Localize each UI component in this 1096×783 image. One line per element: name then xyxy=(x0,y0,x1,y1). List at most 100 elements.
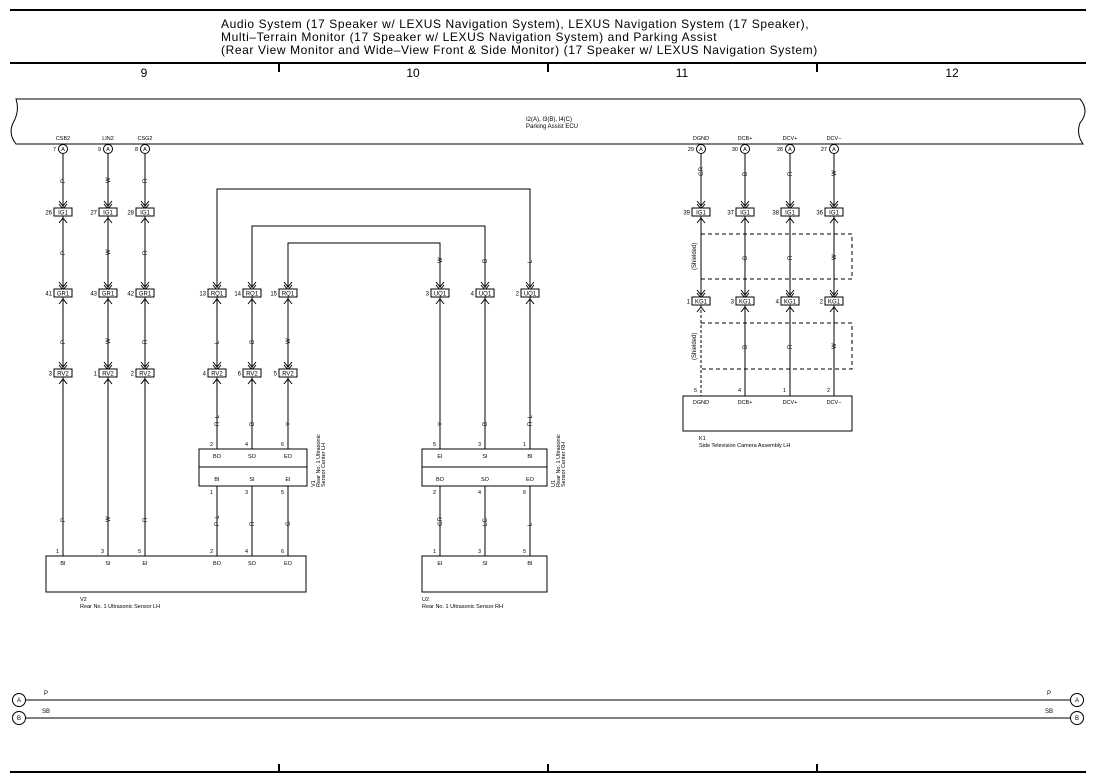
wire-color-label: R–L xyxy=(215,414,221,426)
v2-pin-number: 6 xyxy=(281,549,284,555)
ecu-terminal-label: CSB2 xyxy=(56,136,70,142)
wire-rq1-13-loop xyxy=(216,188,531,288)
wire-color-label: R xyxy=(143,339,149,344)
k1-box xyxy=(682,395,853,432)
ecu-terminal-label: CSG2 xyxy=(138,136,153,142)
connector-arrow-icon xyxy=(103,378,113,385)
wire-color-label: B xyxy=(743,172,749,176)
connector-pin-number: 4 xyxy=(203,372,207,378)
connector-pin-number: 5 xyxy=(274,372,278,378)
connector-arrow-icon xyxy=(283,378,293,385)
connector-pin-number: 4 xyxy=(776,300,780,306)
camera-pin-number: 2 xyxy=(827,388,830,394)
connector-arrow-icon xyxy=(140,298,150,305)
v1-pin-number: 4 xyxy=(245,442,248,448)
u1-pin-number: 5 xyxy=(433,442,436,448)
wire-color-label: R xyxy=(143,250,149,255)
column-number: 11 xyxy=(676,66,689,80)
connector-id: RV2 xyxy=(102,372,114,378)
connector-id: IG1 xyxy=(140,211,150,217)
connector-arrow-icon xyxy=(140,217,150,224)
connector-id: RQ1 xyxy=(282,292,295,298)
connector-arrow-icon xyxy=(58,378,68,385)
v1-terminal-label: EI xyxy=(285,477,291,483)
u1-terminal-label: EO xyxy=(526,477,535,483)
pin-circle-icon xyxy=(829,144,839,154)
wire-color-label: L xyxy=(528,259,534,263)
v1-terminal-label: BO xyxy=(213,454,222,460)
wire-color-label: B xyxy=(250,422,256,426)
connector-arrow-icon xyxy=(696,306,706,313)
connector-arrow-icon xyxy=(212,298,222,305)
connector-pin-number: 37 xyxy=(727,211,734,217)
shield-upper xyxy=(701,233,853,280)
wire-rq1-15-loop xyxy=(287,242,441,288)
wire-color-label: P xyxy=(61,251,67,255)
connector-id: RV2 xyxy=(211,372,223,378)
u1-name: Sensor Center RH xyxy=(561,442,567,487)
connector-pin-number: 43 xyxy=(90,292,97,298)
v1-name: Rear No. 1 Ultrasonic xyxy=(316,434,322,487)
v1-name: Sensor Center LH xyxy=(321,443,327,487)
wire-color-label: W xyxy=(106,249,112,255)
connector-id: IG1 xyxy=(696,211,706,217)
v2-pin-number: 2 xyxy=(210,549,213,555)
connector-box xyxy=(242,368,262,378)
wire-color-label: GR xyxy=(438,516,444,526)
connector-arrow-icon xyxy=(212,378,222,385)
wire-color-label: W xyxy=(106,516,112,522)
camera-terminal-label: DGND xyxy=(693,400,709,406)
connector-box xyxy=(278,288,298,298)
connector-id: GR1 xyxy=(102,292,115,298)
ecu-pin-number: 29 xyxy=(688,147,694,153)
connector-id: RV2 xyxy=(57,372,69,378)
pin-circle-icon xyxy=(103,144,113,154)
connector-arrow-icon xyxy=(785,217,795,224)
connector-arrow-icon xyxy=(740,217,750,224)
v2-pin-number: 5 xyxy=(138,549,141,555)
connector-box xyxy=(98,207,118,217)
connector-pin-number: 42 xyxy=(127,292,134,298)
connector-pin-number: 38 xyxy=(772,211,779,217)
ecu-pin-number: 27 xyxy=(821,147,827,153)
wire-color-label: R xyxy=(250,521,256,526)
connector-arrow-icon xyxy=(829,217,839,224)
connector-box xyxy=(207,368,227,378)
connector-id: UQ1 xyxy=(434,292,447,298)
connector-pin-number: 28 xyxy=(127,211,134,217)
ecu-body xyxy=(10,98,1086,145)
connector-box xyxy=(53,207,73,217)
title-line-2: Multi–Terrain Monitor (17 Speaker w/ LEX… xyxy=(221,30,717,44)
pin-connector-letter: A xyxy=(106,147,110,153)
connector-id: IG1 xyxy=(829,211,839,217)
wire-color-label: Y xyxy=(286,422,292,426)
connector-pin-number: 41 xyxy=(45,292,52,298)
wire-color-label: R xyxy=(788,171,794,176)
wire-color-label: LG xyxy=(483,518,489,526)
connector-id: KG1 xyxy=(828,300,841,306)
v1-pin-number: 6 xyxy=(281,442,284,448)
connector-box xyxy=(98,368,118,378)
pin-circle-icon xyxy=(696,144,706,154)
column-number: 9 xyxy=(141,66,148,80)
u1-terminal-label: EI xyxy=(437,454,443,460)
v2-pin-number: 1 xyxy=(56,549,59,555)
u2-terminal-label: SI xyxy=(482,561,488,567)
pin-connector-letter: A xyxy=(832,147,836,153)
connector-box xyxy=(780,207,800,217)
connector-id: UQ1 xyxy=(479,292,492,298)
connector-arrow-icon xyxy=(696,217,706,224)
connector-pin-number: 36 xyxy=(816,211,823,217)
bus-a-color-right: P xyxy=(1047,691,1051,697)
wire-color-label: R–L xyxy=(528,414,534,426)
connector-box xyxy=(691,296,711,306)
connector-box xyxy=(135,207,155,217)
connector-arrow-icon xyxy=(283,298,293,305)
wire-color-label: W xyxy=(106,177,112,183)
pin-connector-letter: A xyxy=(788,147,792,153)
pin-connector-letter: A xyxy=(743,147,747,153)
connector-arrow-icon xyxy=(140,378,150,385)
connector-arrow-icon xyxy=(435,298,445,305)
wire-color-label: B xyxy=(250,340,256,344)
